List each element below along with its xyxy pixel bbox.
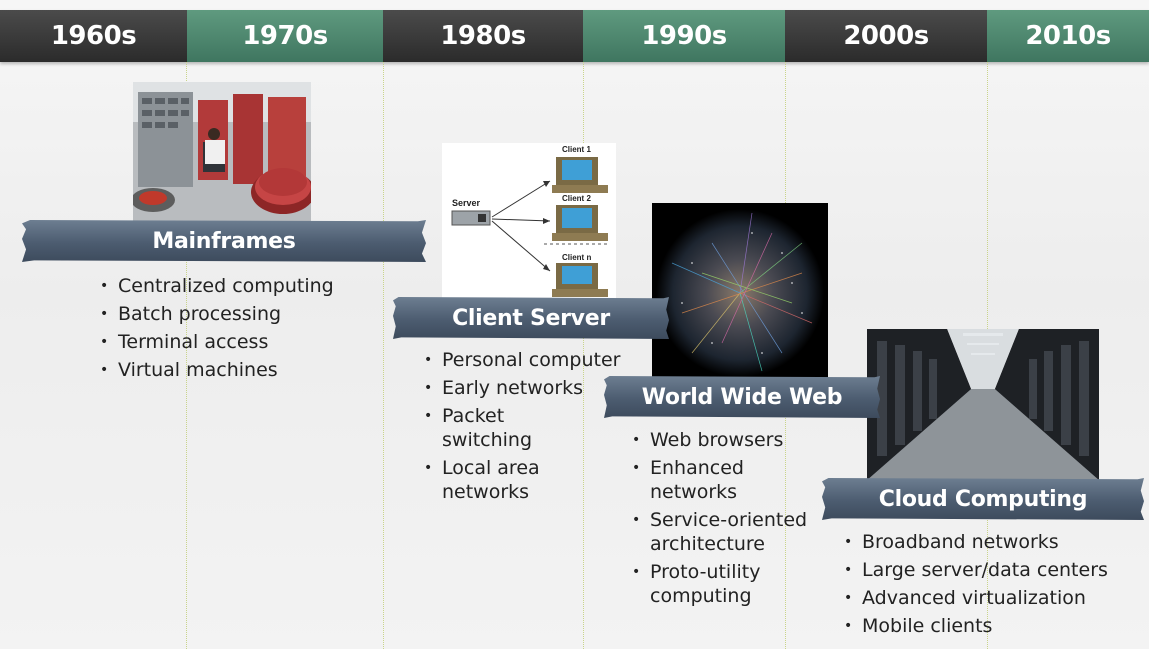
- list-item: Centralized computing: [98, 274, 388, 298]
- list-item: Terminal access: [98, 330, 388, 354]
- list-item: Virtual machines: [98, 358, 388, 382]
- list-item: Web browsers: [630, 428, 830, 452]
- list-item: Local area networks: [422, 456, 572, 504]
- decade-1970s: 1970s: [187, 10, 383, 62]
- datacenter-photo: [867, 329, 1099, 480]
- divider-line: [383, 62, 384, 649]
- client-server-bullets: Personal computer Early networks Packet …: [422, 348, 632, 508]
- web-network-image: [652, 203, 828, 379]
- mainframes-banner: Mainframes: [22, 220, 426, 262]
- world-wide-web-bullets: Web browsers Enhanced networks Service-o…: [630, 428, 830, 612]
- list-item: Service-oriented architecture: [630, 508, 840, 556]
- client-1-label: Client 1: [562, 145, 591, 154]
- divider-line: [186, 62, 187, 649]
- list-item: Personal computer: [422, 348, 632, 372]
- client-server-diagram: Server Client 1 Client 2 Client n: [442, 143, 616, 300]
- list-item: Proto-utility computing: [630, 560, 800, 608]
- decade-2000s: 2000s: [785, 10, 987, 62]
- world-wide-web-banner: World Wide Web: [604, 376, 880, 418]
- cloud-computing-bullets: Broadband networks Large server/data cen…: [842, 530, 1142, 642]
- list-item: Enhanced networks: [630, 456, 770, 504]
- client-server-banner: Client Server: [393, 297, 669, 339]
- list-item: Early networks: [422, 376, 632, 400]
- list-item: Batch processing: [98, 302, 388, 326]
- list-item: Mobile clients: [842, 614, 1142, 638]
- server-label: Server: [452, 198, 481, 208]
- client-2-label: Client 2: [562, 194, 591, 203]
- client-n-label: Client n: [562, 253, 591, 262]
- decade-header: 1960s 1970s 1980s 1990s 2000s 2010s: [0, 10, 1149, 62]
- mainframe-photo: [133, 82, 311, 222]
- cloud-computing-banner: Cloud Computing: [822, 478, 1144, 520]
- decade-1980s: 1980s: [383, 10, 583, 62]
- list-item: Large server/data centers: [842, 558, 1142, 582]
- list-item: Advanced virtualization: [842, 586, 1142, 610]
- decade-2010s: 2010s: [987, 10, 1149, 62]
- decade-1990s: 1990s: [583, 10, 785, 62]
- decade-1960s: 1960s: [0, 10, 187, 62]
- list-item: Broadband networks: [842, 530, 1142, 554]
- mainframes-bullets: Centralized computing Batch processing T…: [98, 274, 388, 386]
- list-item: Packet switching: [422, 404, 542, 452]
